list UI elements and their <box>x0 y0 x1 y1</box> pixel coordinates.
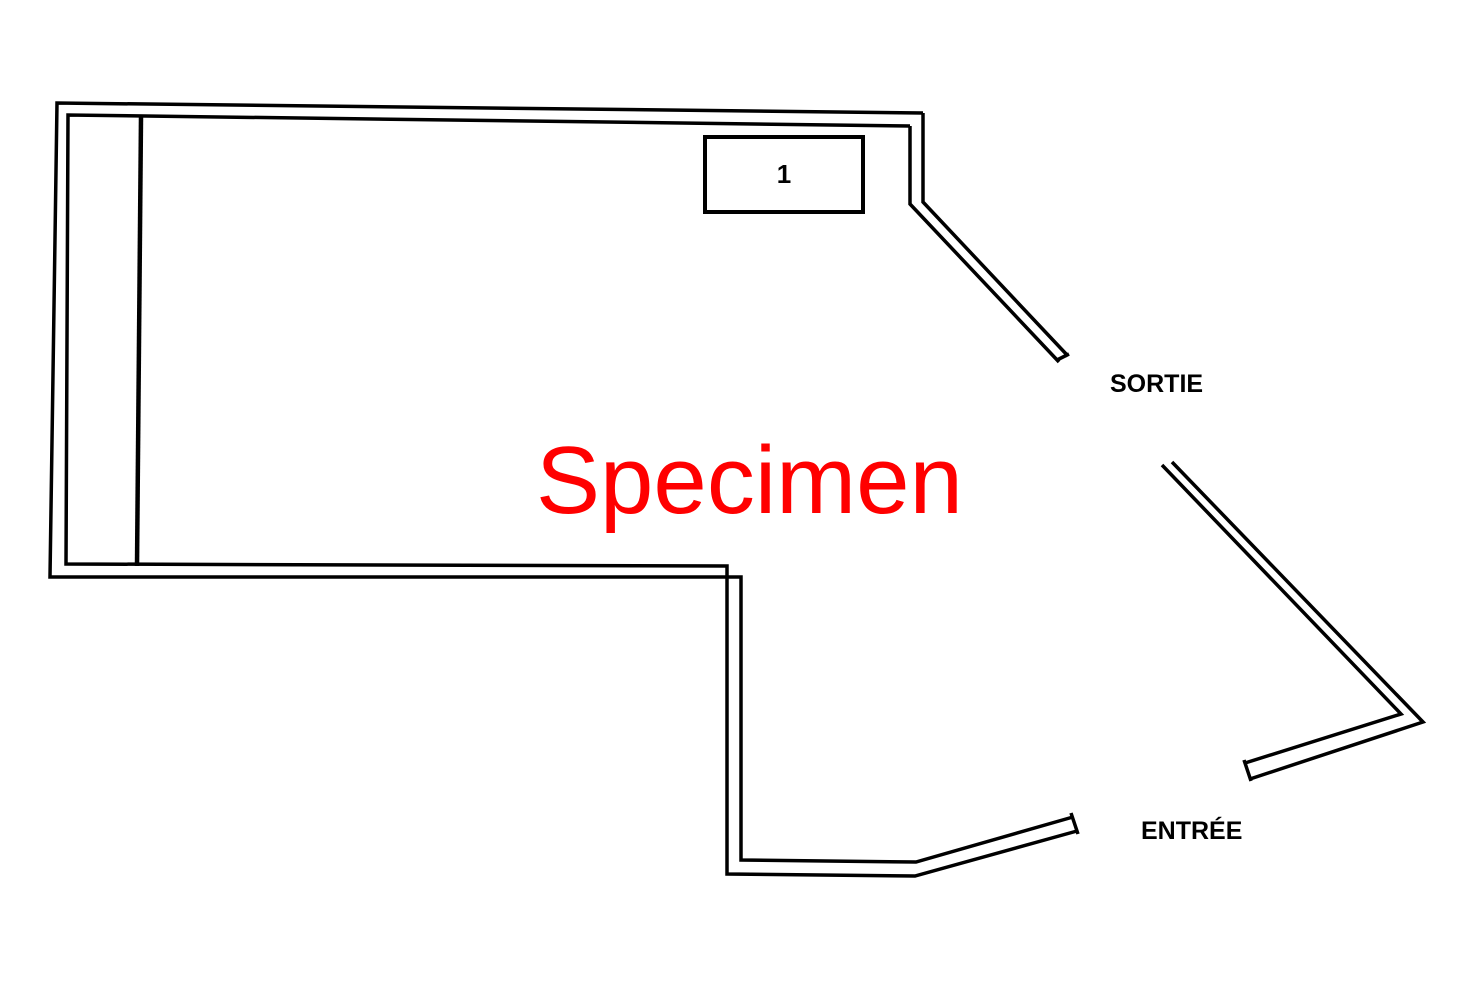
stand-number: 1 <box>776 159 792 189</box>
right-wall-inner <box>1160 463 1405 765</box>
inner-wall <box>908 126 1061 364</box>
entrance-left-cap <box>1069 812 1080 835</box>
entrance-right-cap <box>1242 759 1253 782</box>
stand-1: 1 <box>703 135 865 214</box>
inner-wall-main <box>64 113 1078 878</box>
entrance-label: ENTRÉE <box>1141 817 1243 845</box>
outer-wall <box>921 113 1070 358</box>
outer-wall-main <box>48 101 1074 864</box>
exit-cap <box>1056 352 1070 362</box>
right-wall-outer <box>1170 460 1427 781</box>
specimen-watermark: Specimen <box>536 427 963 534</box>
exit-label: SORTIE <box>1110 370 1204 398</box>
left-partition <box>134 116 144 567</box>
